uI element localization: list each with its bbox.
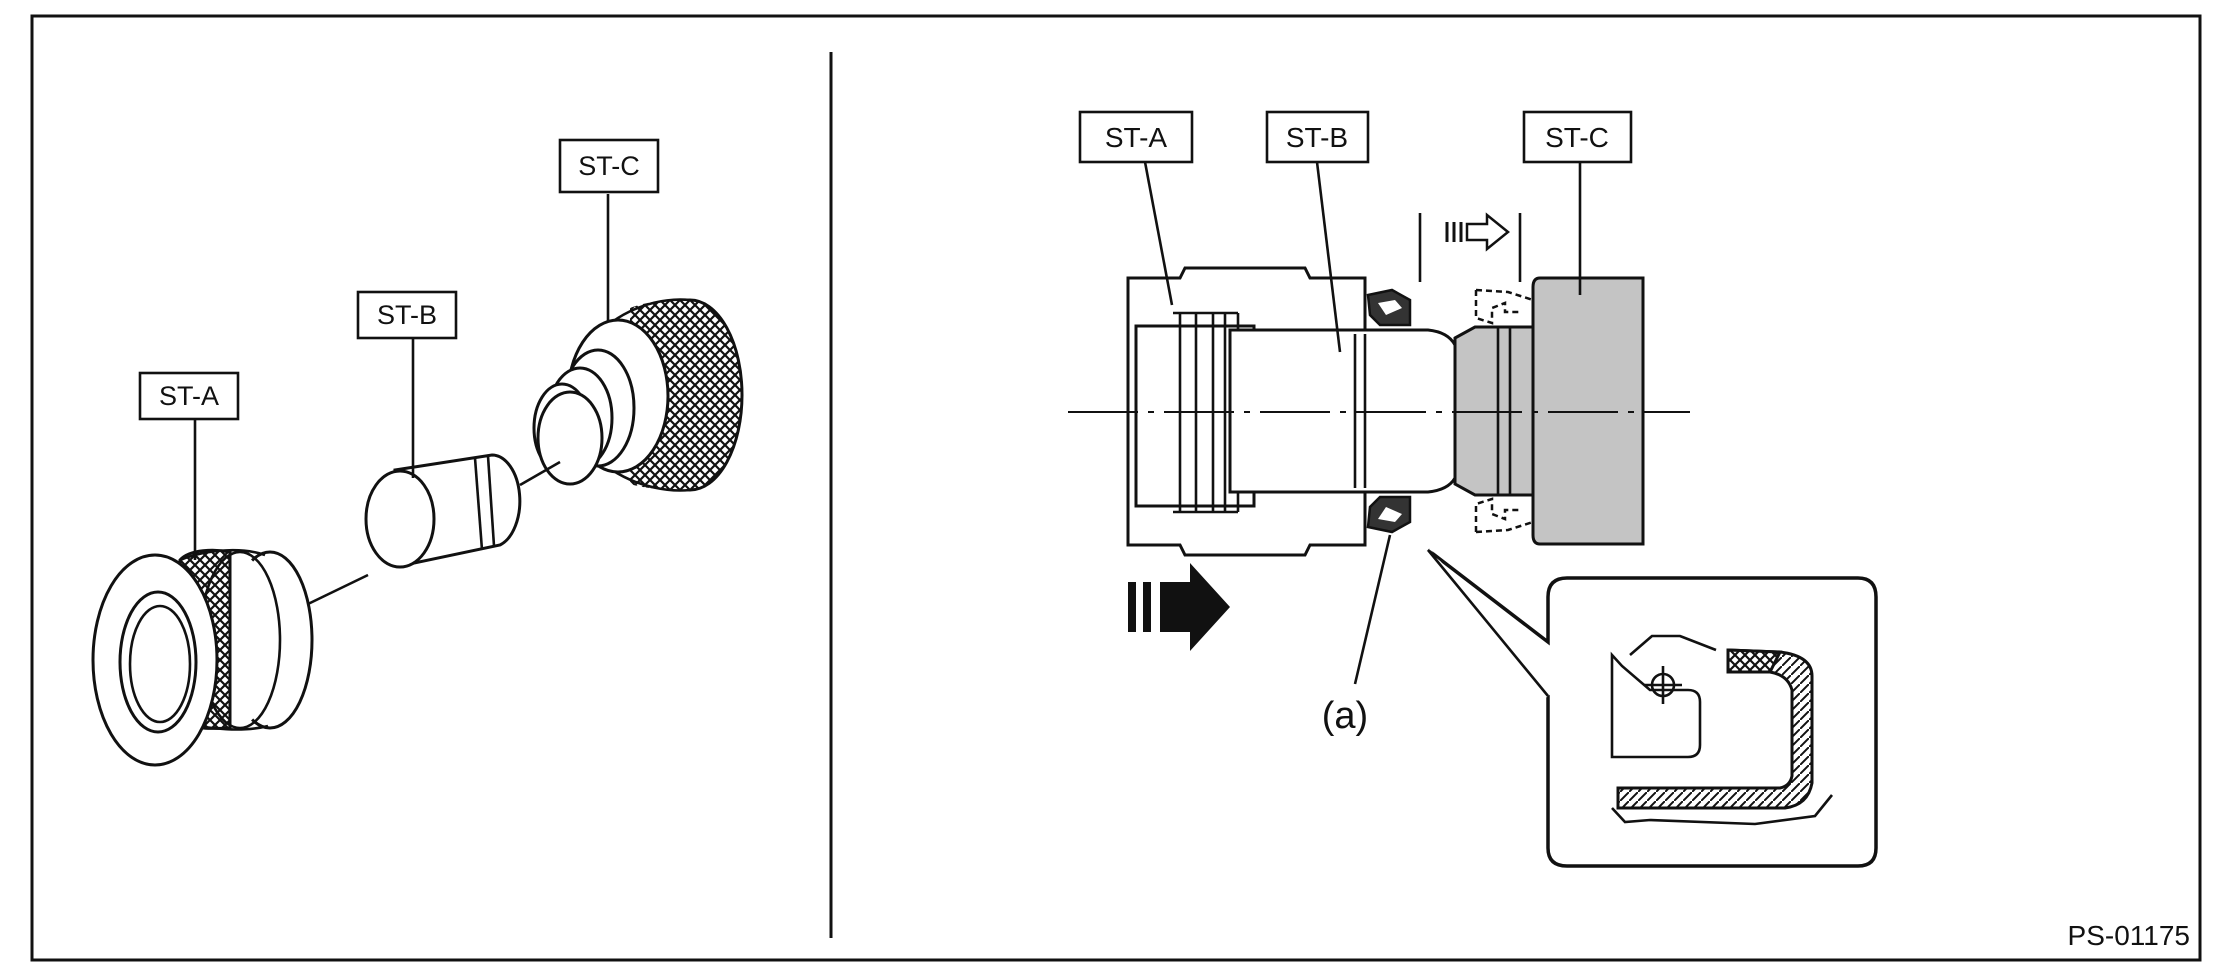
st-b-pin <box>364 453 522 569</box>
right-panel-cross-section: (a) ST-A ST-B ST <box>1068 110 1878 868</box>
oil-seal-installed <box>1366 288 1412 534</box>
label-st-a-left: ST-A <box>138 371 240 421</box>
st-c-knurled-cap <box>532 298 744 492</box>
leader-st-b-right <box>1315 161 1342 353</box>
svg-text:ST-C: ST-C <box>1545 122 1609 153</box>
leader-callout-a <box>1353 534 1392 685</box>
st-a-knurled-nut <box>91 548 314 767</box>
oil-seal-removed-dashed <box>1474 288 1534 534</box>
axis-line-b-c <box>519 460 561 487</box>
figure-code: PS-01175 <box>2068 920 2190 951</box>
label-st-a-right: ST-A <box>1078 110 1194 164</box>
left-panel-exploded-view: ST-A ST-B ST-C <box>91 138 744 767</box>
svg-text:ST-C: ST-C <box>578 151 640 181</box>
svg-text:ST-A: ST-A <box>1105 122 1168 153</box>
label-st-c-left: ST-C <box>558 138 660 194</box>
movement-direction-arrow <box>1445 212 1510 252</box>
push-direction-arrow <box>1128 563 1230 651</box>
label-st-b-left: ST-B <box>356 290 458 340</box>
svg-text:ST-B: ST-B <box>377 300 437 330</box>
callout-a-label: (a) <box>1322 695 1368 737</box>
svg-text:ST-B: ST-B <box>1286 122 1348 153</box>
label-st-c-right: ST-C <box>1522 110 1633 164</box>
label-st-b-right: ST-B <box>1265 110 1370 164</box>
leader-st-a-right <box>1143 161 1174 306</box>
figure-frame <box>30 14 2202 962</box>
axis-line-a-b <box>307 573 369 606</box>
svg-text:ST-A: ST-A <box>159 381 219 411</box>
detail-magnified-view <box>1426 548 1878 868</box>
